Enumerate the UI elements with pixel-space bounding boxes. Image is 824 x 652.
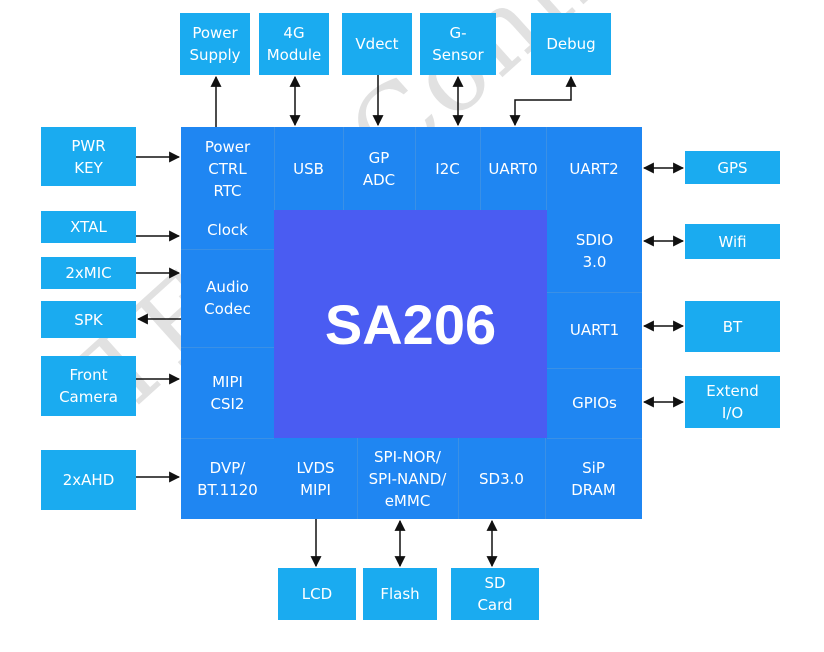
- chip-block-sd30: SD3.0: [479, 469, 524, 488]
- peripheral-debug: Debug: [531, 13, 611, 75]
- peripheral-vdect: Vdect: [342, 13, 412, 75]
- peripheral-power-supply: Power Supply: [180, 13, 250, 75]
- chip-block-mipi-csi2: MIPI CSI2: [210, 372, 245, 413]
- peripheral-4g-module: 4G Module: [259, 13, 329, 75]
- chip-block-sdio: SDIO 3.0: [575, 231, 614, 271]
- chip-block-clock: Clock: [207, 220, 248, 239]
- arrow-debug: [509, 75, 577, 127]
- peripheral-gps: GPS: [685, 151, 780, 184]
- chip-divider: [547, 292, 642, 293]
- soc-core-title: SA206: [274, 210, 547, 438]
- chip-block-lvds-mipi: LVDS MIPI: [296, 458, 335, 499]
- chip-divider: [274, 127, 275, 210]
- peripheral-spk: SPK: [41, 301, 136, 338]
- chip-divider: [181, 347, 274, 348]
- peripheral-2xahd: 2xAHD: [41, 450, 136, 510]
- chip-block-uart1: UART1: [569, 321, 620, 339]
- peripheral-lcd: LCD: [278, 568, 356, 620]
- chip-divider: [343, 127, 344, 210]
- chip-block-gpios: GPIOs: [572, 394, 617, 412]
- chip-divider: [181, 249, 274, 250]
- peripheral-wifi: Wifi: [685, 224, 780, 259]
- peripheral-flash: Flash: [363, 568, 437, 620]
- chip-block-uart0: UART0: [488, 159, 538, 178]
- chip-block-gp-adc: GP ADC: [362, 148, 396, 189]
- peripheral-2xmic: 2xMIC: [41, 257, 136, 289]
- chip-block-spi-nand: SPI-NOR/ SPI-NAND/ eMMC: [368, 447, 447, 510]
- peripheral-extend-io: Extend I/O: [685, 376, 780, 428]
- chip-block-power-ctrl: Power CTRL RTC: [204, 137, 251, 200]
- chip-divider: [547, 438, 642, 439]
- chip-divider: [415, 127, 416, 210]
- chip-block-i2c: I2C: [435, 159, 460, 178]
- chip-block-usb: USB: [293, 159, 324, 178]
- chip-block-sip-dram: SiP DRAM: [571, 458, 616, 499]
- chip-divider: [480, 127, 481, 210]
- chip-divider: [546, 127, 547, 210]
- chip-divider: [181, 438, 274, 439]
- chip-block-uart2: UART2: [569, 159, 619, 178]
- chip-block-audio-codec: Audio Codec: [204, 278, 251, 318]
- peripheral-sd-card: SD Card: [451, 568, 539, 620]
- peripheral-g-sensor: G- Sensor: [420, 13, 496, 75]
- peripheral-pwr-key: PWR KEY: [41, 127, 136, 186]
- chip-divider: [545, 438, 546, 519]
- chip-divider: [547, 368, 642, 369]
- chip-block-dvp: DVP/ BT.1120: [197, 458, 258, 499]
- peripheral-front-camera: Front Camera: [41, 356, 136, 416]
- chip-divider: [357, 438, 358, 519]
- chip-divider: [458, 438, 459, 519]
- peripheral-bt: BT: [685, 301, 780, 352]
- peripheral-xtal: XTAL: [41, 211, 136, 243]
